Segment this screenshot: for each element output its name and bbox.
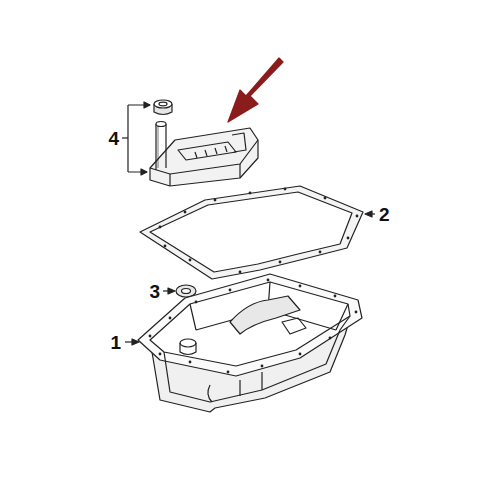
callout-number: 4 bbox=[108, 129, 119, 148]
oil-pan bbox=[138, 274, 362, 412]
callout-number: 1 bbox=[110, 333, 121, 352]
filter-seal bbox=[154, 100, 172, 115]
callout-bracket bbox=[128, 105, 150, 172]
pan-gasket bbox=[140, 186, 363, 279]
pointer-arrow bbox=[228, 58, 283, 122]
callout-number: 2 bbox=[379, 205, 390, 224]
filter bbox=[150, 122, 258, 187]
callout-number: 3 bbox=[149, 282, 160, 301]
